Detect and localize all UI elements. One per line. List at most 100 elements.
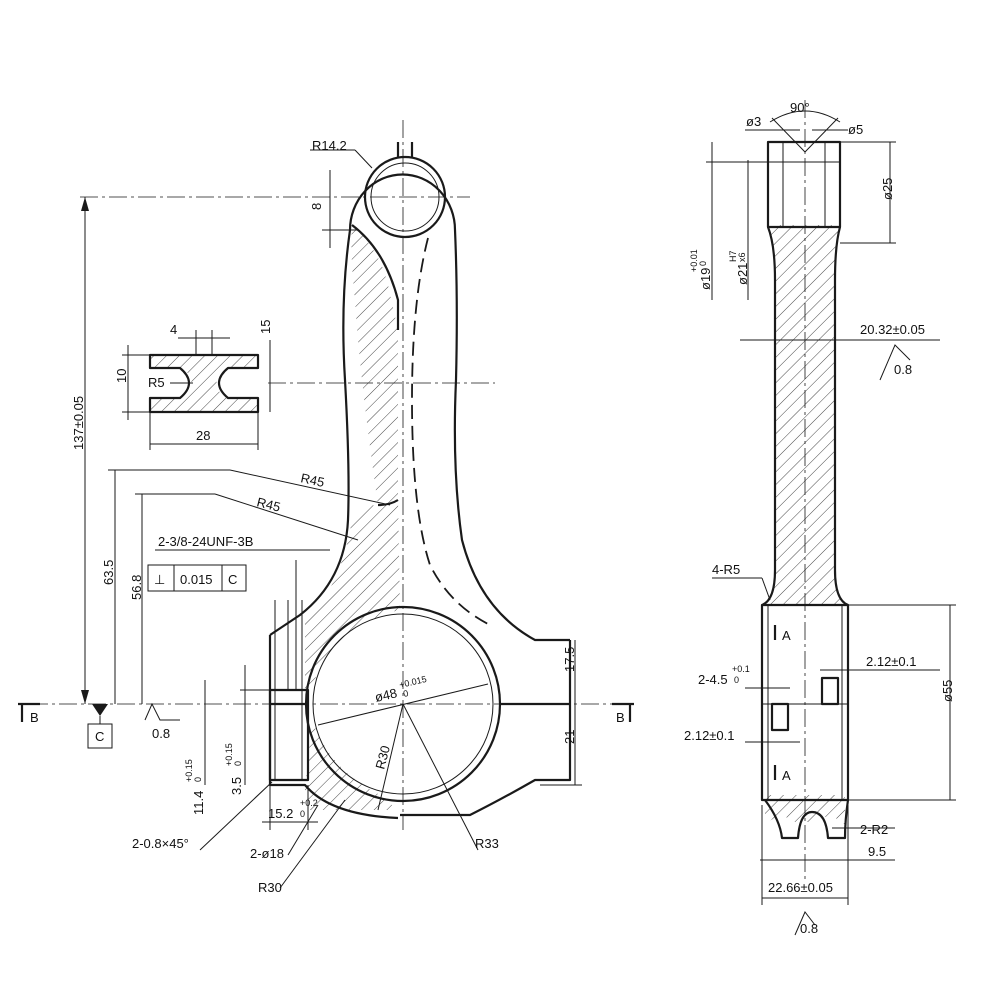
front-hatch-upper <box>351 225 398 505</box>
label-dim-56-8: 56.8 <box>129 575 144 600</box>
chamfer-leader <box>199 781 273 851</box>
r30-inner-leader <box>377 703 404 811</box>
bolt-boss <box>268 688 310 782</box>
label-dim-2-12-bot: 2.12±0.1 <box>684 728 735 743</box>
big-end-right-cap <box>400 640 572 817</box>
rough-r2-symbol <box>794 911 816 936</box>
front-view <box>30 120 630 851</box>
bore48-leader <box>317 683 489 726</box>
rough-r1-symbol <box>879 344 911 381</box>
label-sec-b-mid: B <box>616 710 625 725</box>
label-d21-fit-lo: x6 <box>737 252 747 262</box>
ibeam-section <box>122 330 271 450</box>
label-dim-2-4-5: 2-4.5 <box>698 672 728 687</box>
label-r4-5: 4-R5 <box>712 562 740 577</box>
web-recess-curve <box>377 499 399 507</box>
label-dim-3-5: 3.5 <box>229 777 244 795</box>
label-fcf-ref: C <box>228 572 237 587</box>
label-r33: R33 <box>475 836 499 851</box>
label-dim-2-4-5-tol-lo: 0 <box>734 675 739 685</box>
label-dim-11-4-tol-lo: 0 <box>193 777 203 782</box>
front-dimensions <box>18 149 634 889</box>
label-r45-a: R45 <box>299 470 325 490</box>
label-dim-17-5: 17.5 <box>562 647 577 672</box>
label-d19-tol-up: +0.01 <box>689 249 699 272</box>
label-dim-4: 4 <box>170 322 177 337</box>
fcf-box <box>147 564 247 592</box>
web-recess-left <box>351 224 400 330</box>
rough-left-symbol <box>144 702 180 721</box>
label-dim-15-2: 15.2 <box>268 806 293 821</box>
dim-137-arrow-bot <box>81 690 89 704</box>
small-end-outer <box>348 173 457 231</box>
label-dim-2-4-5-tol-up: +0.1 <box>732 664 750 674</box>
side-beam-right <box>833 226 849 607</box>
dim-137-arrow-top <box>81 197 89 211</box>
label-d19-tol-lo: 0 <box>698 261 708 266</box>
label-d3: ø3 <box>746 114 761 129</box>
datum-c-box <box>87 723 113 749</box>
label-d5: ø5 <box>848 122 863 137</box>
label-bore48-tol-up: +0.015 <box>398 674 427 690</box>
label-sec-a-bot: A <box>782 768 791 783</box>
r45a-leader <box>229 469 391 506</box>
label-dim-22-66: 22.66±0.05 <box>768 880 833 895</box>
ibeam-hatch <box>150 355 258 412</box>
label-angle90: 90° <box>790 100 810 115</box>
label-dim-15: 15 <box>258 320 273 334</box>
side-beam-left <box>761 226 777 607</box>
text-labels: R14.2 8 4 15 10 R5 28 137±0.05 R45 R45 2… <box>30 100 955 936</box>
label-chamfer: 2-0.8×45° <box>132 836 189 851</box>
label-dim-3-5-tol-up: +0.15 <box>224 743 234 766</box>
label-bore48-tol-lo: 0 <box>402 688 409 699</box>
label-r2-2: 2-R2 <box>860 822 888 837</box>
big-end-left-cap <box>268 635 399 820</box>
angle-90-arc <box>769 110 841 123</box>
label-fcf-tol: 0.015 <box>180 572 213 587</box>
r14-leader-2 <box>354 149 373 169</box>
side-small-end <box>766 140 842 229</box>
label-dim-8: 8 <box>309 203 324 210</box>
front-hatch-cap <box>305 720 398 810</box>
label-rough-r1: 0.8 <box>894 362 912 377</box>
r45b-leader <box>214 493 359 541</box>
shank-left-edge <box>269 229 352 636</box>
label-sec-a-top: A <box>782 628 791 643</box>
label-unf: 2-3/8-24UNF-3B <box>158 534 253 549</box>
label-dim-137: 137±0.05 <box>71 396 86 450</box>
label-dim-21: 21 <box>562 730 577 744</box>
r30-out-leader <box>279 799 346 889</box>
label-rough-r2: 0.8 <box>800 921 818 936</box>
side-tang-bot <box>770 702 790 732</box>
label-dim-11-4: 11.4 <box>191 791 206 815</box>
label-dim-11-4-tol-up: +0.15 <box>184 759 194 782</box>
label-d21-fit-up: H7 <box>728 250 738 262</box>
label-dim-2-12-top: 2.12±0.1 <box>866 654 917 669</box>
r4-5-leader-2 <box>761 577 771 601</box>
label-dim-10: 10 <box>114 369 129 383</box>
label-d21: ø21 <box>735 263 750 285</box>
r33-leader <box>402 703 479 851</box>
holes18-leader <box>287 804 319 856</box>
label-dim-20-32: 20.32±0.05 <box>860 322 925 337</box>
label-r5: R5 <box>148 375 165 390</box>
label-sec-b-left: B <box>30 710 39 725</box>
label-r30-in: R30 <box>372 744 393 771</box>
label-dim-28: 28 <box>196 428 210 443</box>
label-dim-63-5: 63.5 <box>101 560 116 585</box>
label-dim-3-5-tol-lo: 0 <box>233 761 243 766</box>
shank-right-edge <box>453 229 570 642</box>
side-big-end-bottom <box>764 799 850 840</box>
web-hidden-line <box>411 237 491 626</box>
label-r45-b: R45 <box>255 494 282 514</box>
label-fcf-sym: ⊥ <box>154 572 165 587</box>
side-tang-top <box>820 676 840 706</box>
label-rough-left: 0.8 <box>152 726 170 741</box>
label-datum-c: C <box>95 729 104 744</box>
label-dim-15-2-tol-lo: 0 <box>300 809 305 819</box>
label-dim-15-2-tol-up: +0.2 <box>300 798 318 808</box>
label-holes18: 2-ø18 <box>250 846 284 861</box>
angle-90-l <box>771 117 806 153</box>
label-d25: ø25 <box>880 178 895 200</box>
